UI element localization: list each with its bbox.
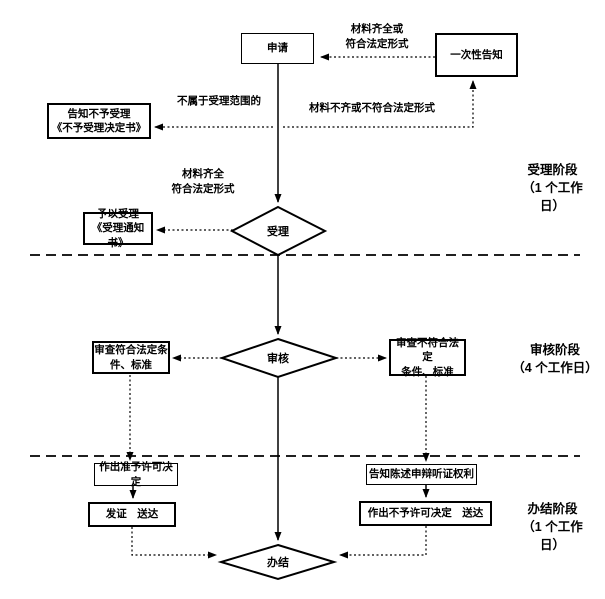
stage-label-complete: 办结阶段 （1 个工作 日） (522, 502, 583, 553)
deny-deliver-box: 作出不予许可决定 送达 (359, 501, 492, 526)
review-pass-box: 审查符合法定条 件、标准 (92, 341, 170, 374)
notify-rights-box: 告知陈述申辩听证权利 (366, 464, 477, 485)
edge-label-not-in-scope: 不属于受理范围的 (177, 95, 261, 107)
reject-notice-box: 告知不予受理 《不予受理决定书》 (47, 103, 151, 139)
review-diamond-label: 审核 (267, 353, 289, 365)
review-diamond-shape (218, 337, 340, 379)
grant-decision-box: 作出准予许可决定 (94, 461, 178, 488)
complete-diamond-label: 办结 (267, 557, 289, 569)
edge-label-material-incomplete: 材料不齐或不符合法定形式 (309, 102, 435, 114)
accept-notice-box: 予以受理 《受理通知书》 (83, 208, 153, 249)
edge-label-material-complete-legal: 材料齐全 符合法定形式 (171, 168, 235, 195)
edge-label-material-complete-or-legal: 材料齐全或 符合法定形式 (345, 23, 409, 50)
apply-box: 申请 (241, 33, 314, 64)
accept-diamond-shape (229, 205, 328, 257)
complete-diamond-shape (217, 543, 338, 581)
review-fail-box: 审查不符合法定 条件、标准 (389, 337, 466, 378)
stage-label-review: 审核阶段 （4 个工作日） (512, 343, 598, 376)
edge-junction-to-notice (283, 80, 477, 128)
issue-deliver-box: 发证 送达 (88, 502, 176, 527)
one-time-notice-box: 一次性告知 (435, 33, 518, 77)
edge-deny-to-complete (339, 526, 427, 559)
accept-diamond-label: 受理 (267, 226, 289, 238)
stage-label-accept: 受理阶段 （1 个工作 日） (522, 163, 583, 214)
edge-issue-to-complete (131, 527, 217, 559)
